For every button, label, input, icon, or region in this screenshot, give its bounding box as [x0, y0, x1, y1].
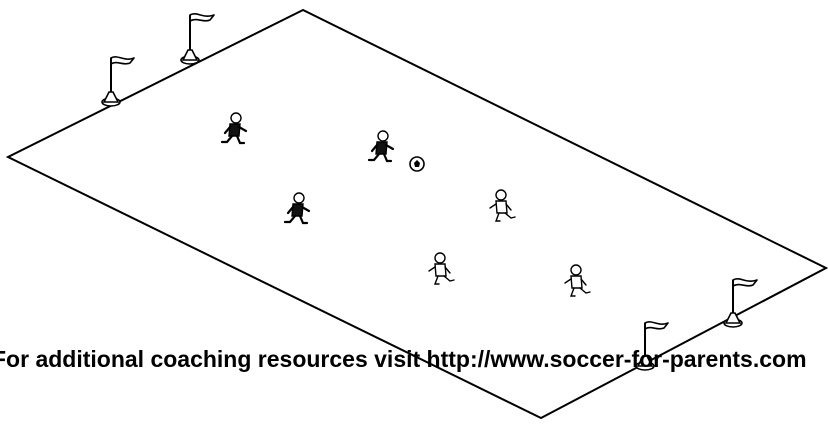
player-dark-1 — [222, 113, 246, 143]
soccer-ball — [410, 157, 424, 171]
corner-flag-bottom-right-2 — [724, 279, 757, 327]
corner-flag-top-left-1 — [102, 57, 134, 106]
player-light-3 — [565, 265, 590, 296]
player-dark-3 — [285, 193, 309, 223]
player-dark-2 — [369, 131, 393, 161]
player-light-1 — [490, 190, 515, 221]
coaching-resources-caption: For additional coaching resources visit … — [0, 346, 807, 373]
player-light-2 — [429, 253, 454, 284]
